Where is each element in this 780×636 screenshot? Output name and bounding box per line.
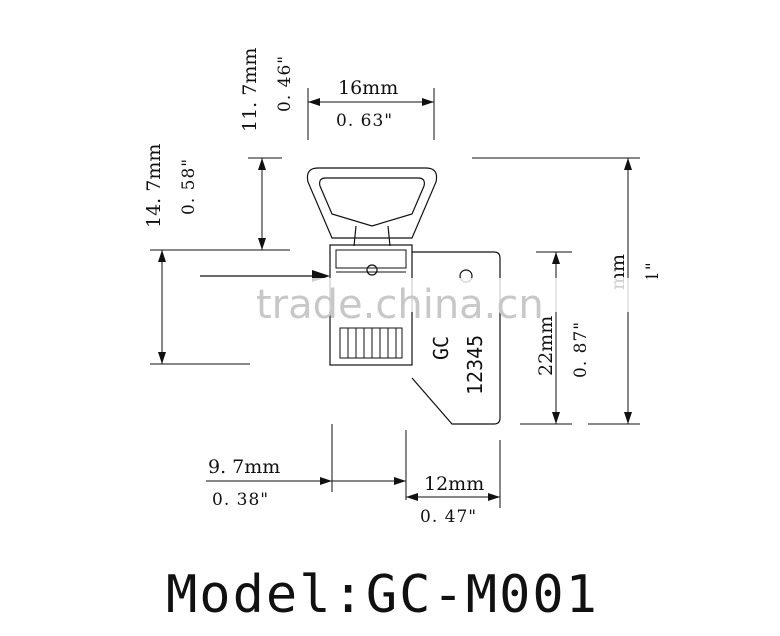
dim-right-tag-inch: 0. 87" [571, 321, 591, 378]
dim-right-tag: 22mm 0. 87" [520, 251, 591, 425]
seal-tag [411, 251, 501, 425]
dim-top-width-mm: 16mm [338, 77, 398, 99]
dim-bottom-left-mm: 9. 7mm [208, 456, 280, 478]
dim-top-height: 11. 7mm 0. 46" [239, 48, 295, 251]
dim-bottom-right-inch: 0. 47" [420, 507, 477, 527]
dim-top-width: 16mm 0. 63" [307, 77, 435, 140]
dim-right-total-inch: 1" [643, 261, 663, 282]
key-head-inner [319, 177, 425, 227]
tag-text-line1: GC [429, 336, 453, 360]
dim-top-width-inch: 0. 63" [336, 111, 393, 131]
dim-top-height-mm: 11. 7mm [239, 48, 261, 132]
watermark: trade.china.cn [196, 278, 666, 328]
watermark-text: trade.china.cn [256, 282, 544, 328]
key-head-outer [306, 167, 438, 239]
housing-hole [366, 264, 378, 276]
dim-bottom-right-mm: 12mm [424, 473, 484, 495]
seal-body: GC 12345 [200, 167, 501, 425]
dim-bottom-left-inch: 0. 38" [212, 490, 269, 510]
dim-bottom-right: 12mm 0. 47" [406, 440, 501, 527]
dim-right-tag-mm: 22mm [535, 316, 557, 376]
dim-left-height-mm: 14. 7mm [143, 144, 165, 228]
dim-left-height-inch: 0. 58" [179, 158, 199, 215]
dim-top-height-inch: 0. 46" [275, 55, 295, 112]
model-label: Model:GC-M001 [166, 565, 599, 625]
dim-bottom-left: 9. 7mm 0. 38" [206, 424, 407, 510]
dim-left-height: 14. 7mm 0. 58" [143, 144, 290, 365]
tag-text-line2: 12345 [463, 335, 487, 395]
